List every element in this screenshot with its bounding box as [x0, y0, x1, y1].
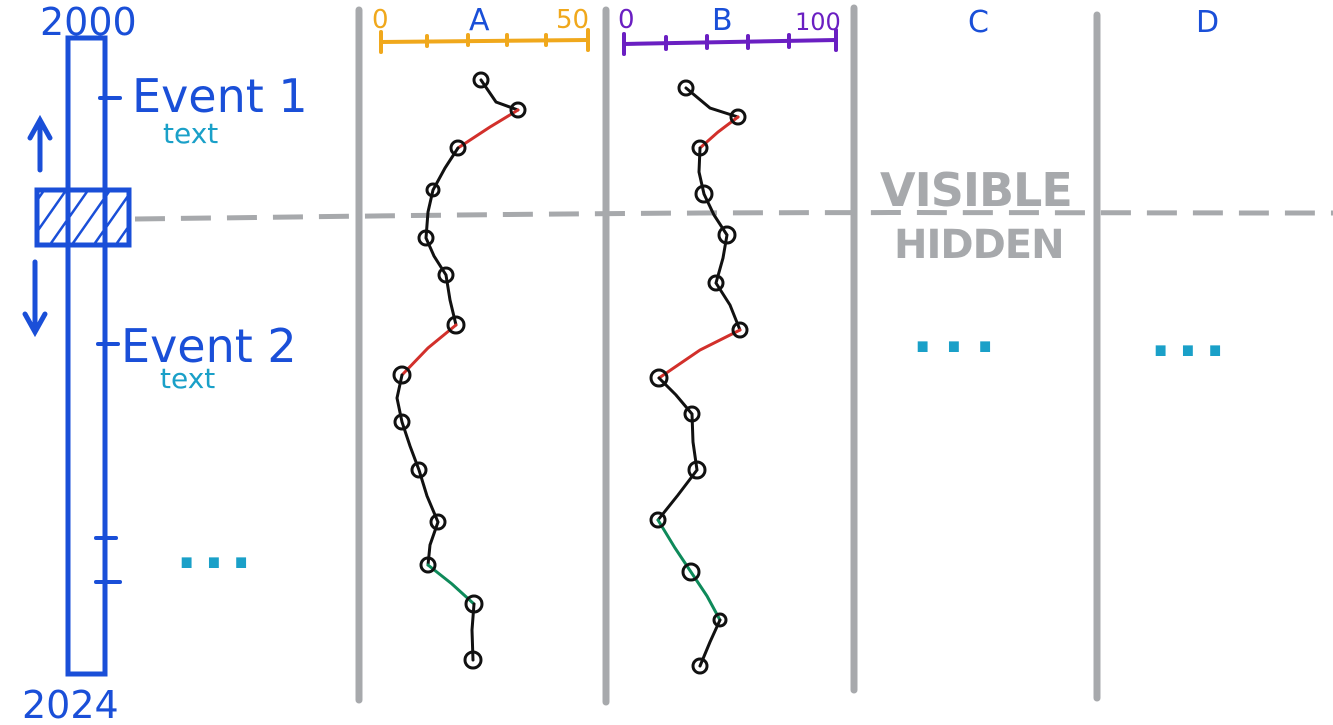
- track-a-point: [417, 229, 435, 247]
- track-b-point: [677, 79, 695, 97]
- track-a-point: [437, 266, 455, 284]
- track-b-point: [707, 274, 725, 292]
- timeline-scrollbar[interactable]: 2000 2024: [22, 0, 137, 725]
- timeline-track[interactable]: [65, 35, 108, 677]
- track-a-point: [446, 315, 466, 335]
- track-d-more-indicator: ...: [1150, 305, 1232, 370]
- event-1-title: Event 1: [132, 69, 308, 123]
- track-a-point: [419, 556, 437, 574]
- scroll-up-arrow-icon[interactable]: [27, 114, 53, 173]
- track-b-min-label: 0: [618, 5, 635, 35]
- event-1-subtitle: text: [163, 117, 218, 150]
- track-b-name: B: [712, 3, 733, 38]
- timeline-ticks: [94, 96, 122, 584]
- track-a-point: [393, 413, 411, 431]
- track-a-axis: 0 A 50: [372, 3, 590, 54]
- track-a-point: [464, 594, 484, 614]
- track-b-point: [691, 657, 709, 675]
- track-b-point: [717, 225, 737, 245]
- event-2-title: Event 2: [121, 319, 297, 373]
- track-a-min-label: 0: [372, 5, 389, 35]
- track-b-point: [712, 612, 728, 628]
- timeline-window-handle[interactable]: [34, 187, 132, 248]
- track-b-line: [656, 86, 742, 668]
- track-a-point: [429, 513, 447, 531]
- event-2-subtitle: text: [160, 362, 215, 395]
- track-a-line: [395, 78, 520, 662]
- timeline-more-indicator: ...: [176, 517, 258, 582]
- visible-label: VISIBLE: [880, 163, 1072, 217]
- track-a-point: [463, 650, 483, 670]
- scroll-down-arrow-icon[interactable]: [22, 259, 48, 338]
- track-b-point: [694, 184, 714, 204]
- hidden-label: HIDDEN: [894, 222, 1064, 268]
- track-a-point: [449, 139, 467, 157]
- track-b-point: [691, 139, 709, 157]
- track-b-axis: 0 B 100: [618, 3, 841, 56]
- timeline-end-label: 2024: [22, 683, 119, 725]
- track-b-points: [649, 79, 749, 675]
- event-2[interactable]: Event 2 text: [121, 319, 297, 395]
- track-b-point: [683, 405, 701, 423]
- visibility-boundary-line[interactable]: [134, 210, 1333, 222]
- track-d-name: D: [1196, 5, 1219, 40]
- track-a-point: [425, 182, 441, 198]
- track-c-name: C: [968, 5, 989, 40]
- event-1[interactable]: Event 1 text: [132, 69, 308, 150]
- column-dividers: [355, 4, 1101, 706]
- track-b-point: [649, 368, 669, 388]
- track-a-name: A: [469, 3, 490, 38]
- track-b-max-label: 100: [795, 8, 841, 36]
- track-a-point: [392, 365, 412, 385]
- track-a-max-label: 50: [556, 5, 589, 35]
- track-b-point: [681, 562, 701, 582]
- track-a-point: [472, 71, 490, 89]
- track-a-points: [392, 71, 527, 670]
- track-b-point: [649, 511, 667, 529]
- track-c-more-indicator: ...: [912, 301, 1006, 366]
- track-a-point: [509, 101, 527, 119]
- track-b-point: [687, 460, 707, 480]
- track-b-point: [731, 321, 749, 339]
- track-a-point: [410, 461, 428, 479]
- track-b-point: [729, 108, 747, 126]
